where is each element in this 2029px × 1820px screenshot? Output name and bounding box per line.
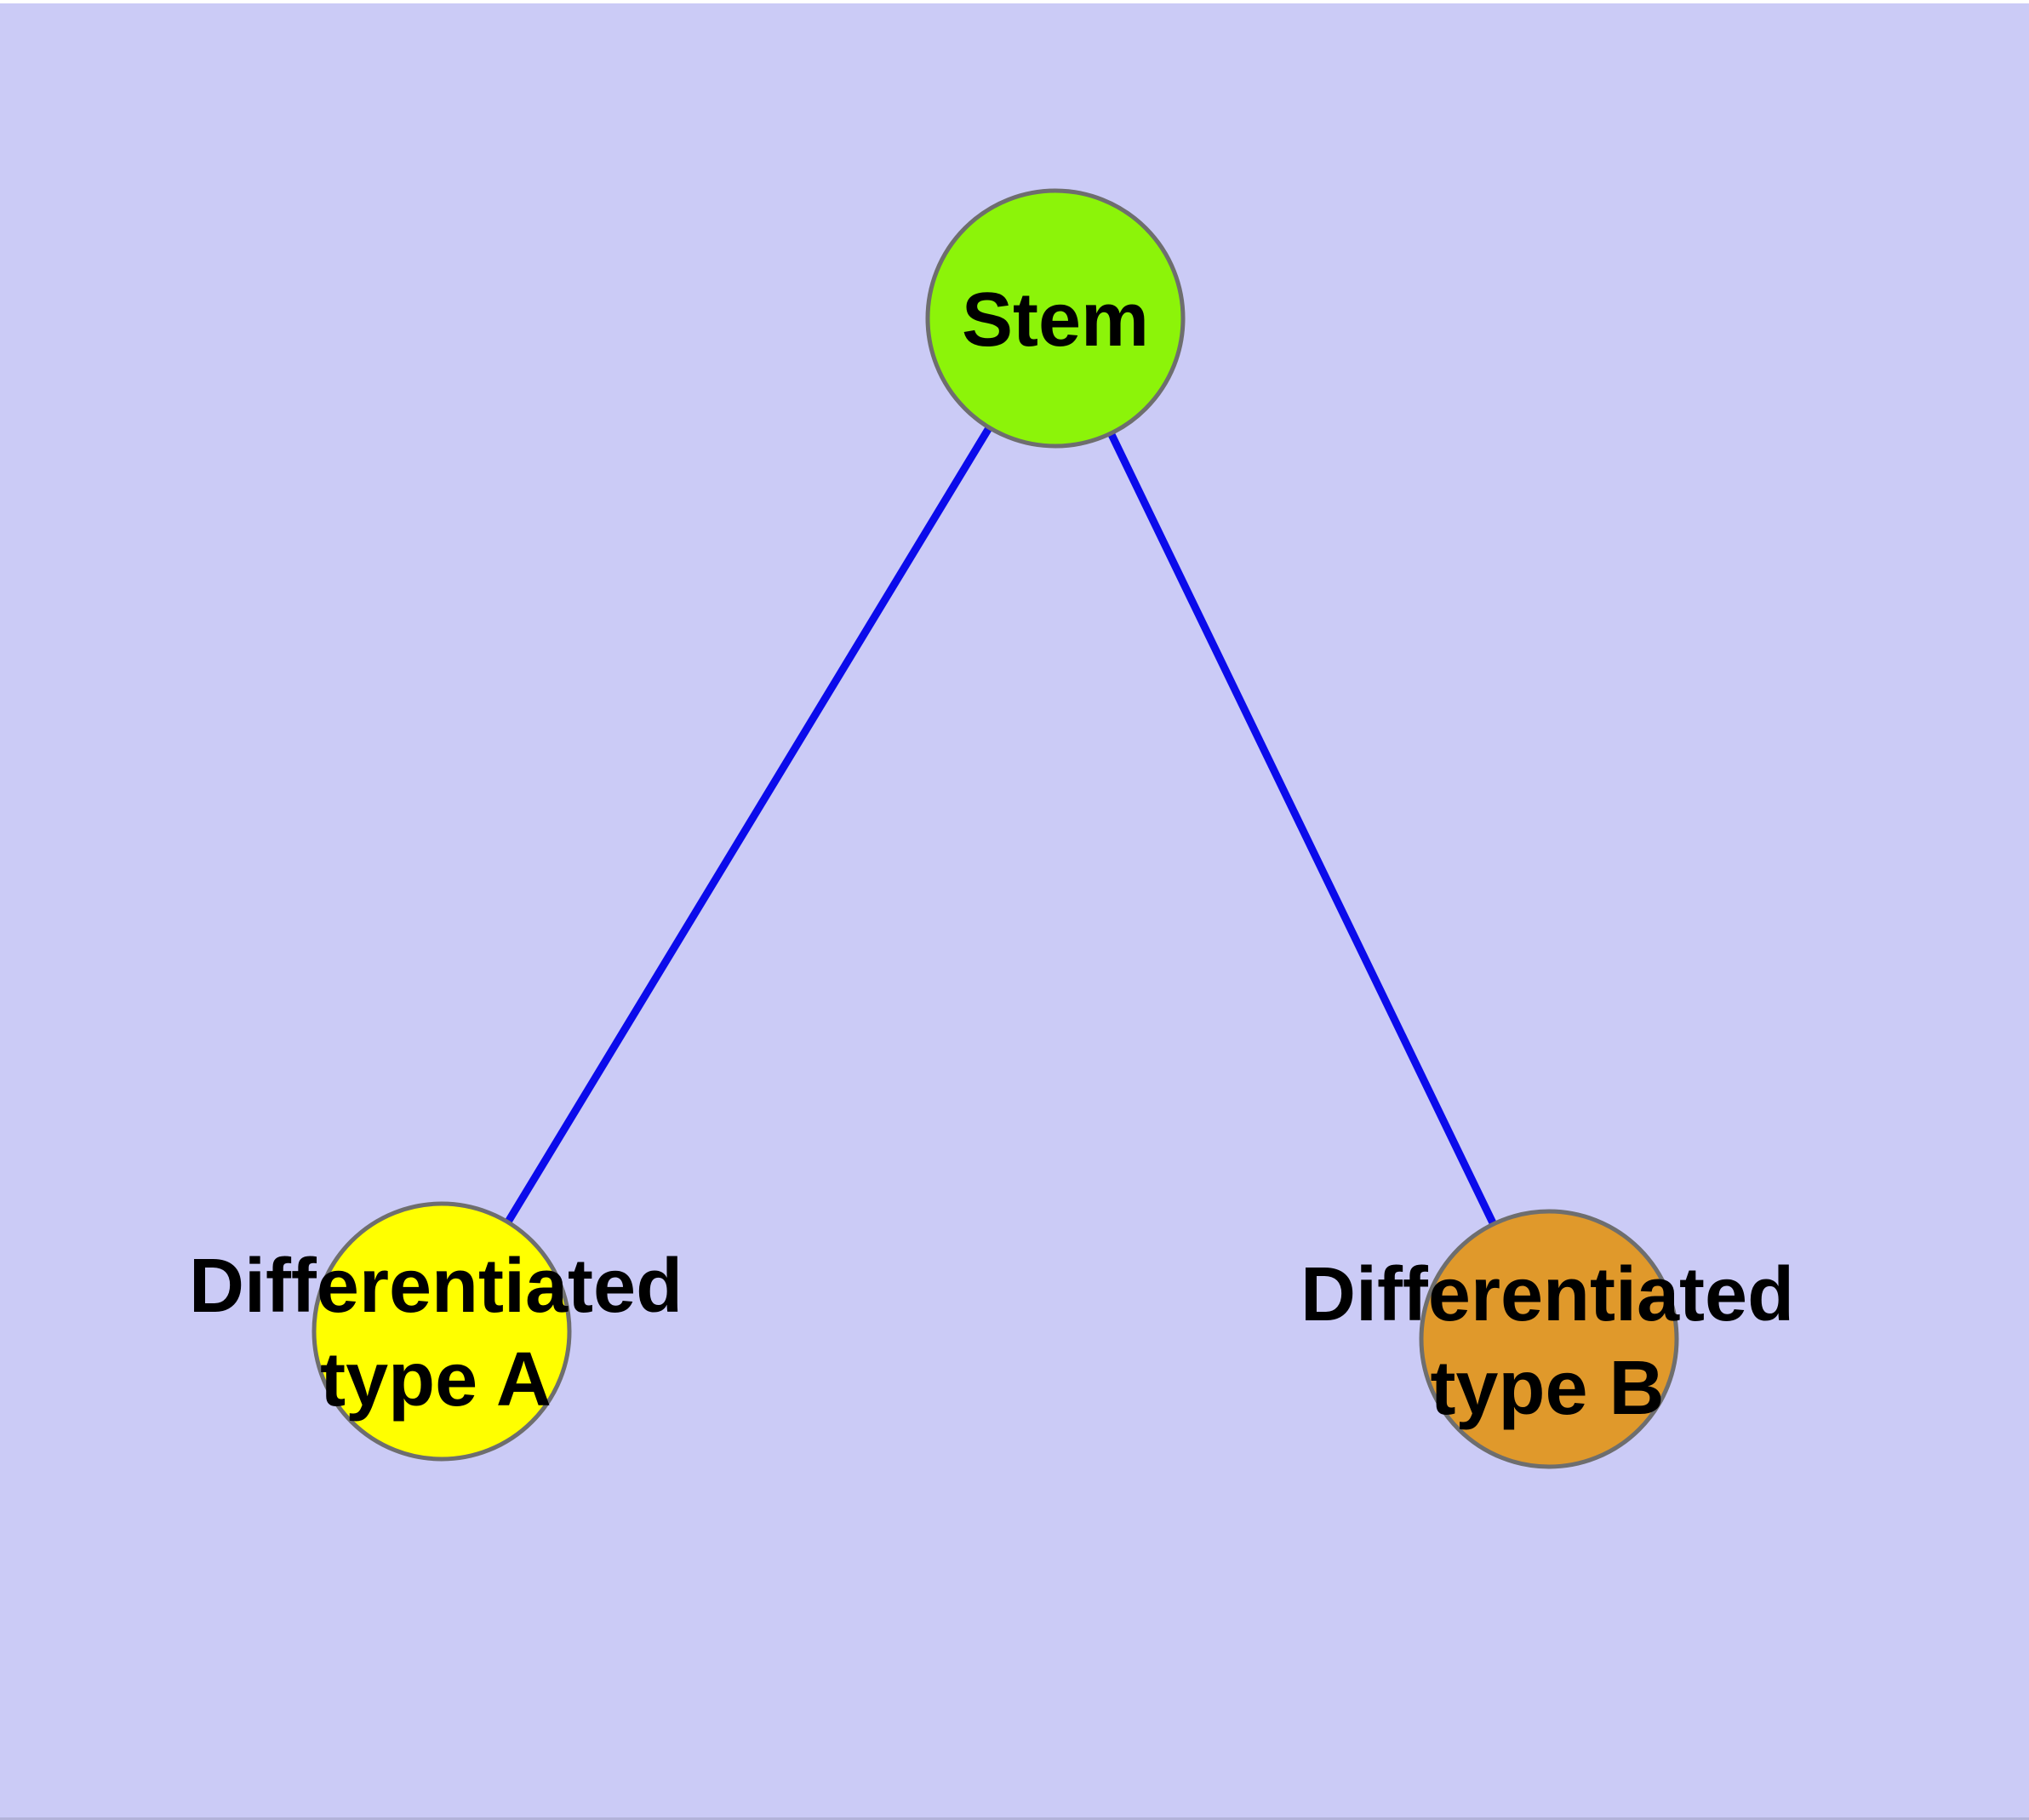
node-type-a[interactable] [311,1201,572,1462]
canvas-bottom-edge [0,1817,2029,1820]
node-type-b[interactable] [1419,1209,1679,1469]
edge-stem-to-type-a [438,316,1059,1334]
edge-stem-to-type-b [1051,317,1553,1341]
node-stem[interactable] [925,188,1186,449]
